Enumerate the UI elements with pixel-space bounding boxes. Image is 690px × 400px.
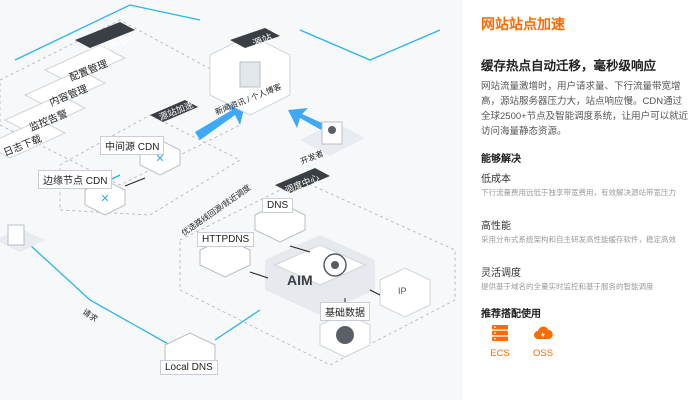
- panel-description: 网站流量激增时，用户请求量、下行流量带宽增高，源站服务器压力大，站点响应慢。CD…: [481, 81, 689, 137]
- ip-label: IP: [398, 286, 407, 296]
- local-dns-label: Local DNS: [160, 360, 218, 375]
- benefit-title: 低成本: [481, 174, 511, 185]
- benefit-desc: 提供基于域名的全量实时监控和基于服务的智能调度: [481, 282, 654, 291]
- dns-label: DNS: [262, 198, 294, 213]
- httpdns-label: HTTPDNS: [197, 232, 255, 247]
- edge-cdn-label: 边缘节点 CDN: [38, 170, 113, 189]
- aim-label: AIM: [287, 272, 313, 288]
- panel-subtitle: 缓存热点自动迁移，毫秒级响应: [481, 59, 657, 73]
- ecs-label: ECS: [490, 348, 510, 359]
- benefit-desc: 下行流量费用远低于独享带宽费用，有效解决源站带宽压力: [481, 188, 676, 197]
- basic-data-label: 基础数据: [320, 302, 370, 321]
- diagram-graphics: ✕ ✕: [0, 4, 456, 373]
- mid-cdn-label: 中间源 CDN: [100, 136, 165, 155]
- svg-text:✕: ✕: [155, 153, 164, 165]
- architecture-diagram: ✕ ✕ 控制中心 配置管理 内容管理 监控告警 日志下载 源站 新: [0, 4, 456, 375]
- ecs-icon: [492, 325, 508, 342]
- recommend-heading: 推荐搭配使用: [481, 309, 541, 320]
- recommend-ecs[interactable]: ECS: [480, 324, 520, 359]
- info-panel: 网站站点加速 缓存热点自动迁移，毫秒级响应 网站流量激增时，用户请求量、下行流量…: [463, 0, 690, 400]
- panel-title: 网站站点加速: [481, 16, 565, 32]
- oss-label: OSS: [532, 348, 554, 359]
- benefit-title: 高性能: [481, 221, 511, 232]
- benefit-title: 灵活调度: [481, 268, 521, 279]
- can-solve-heading: 能够解决: [481, 154, 521, 165]
- benefit-desc: 采用分布式系统架构和自主研发高性能缓存软件，稳定高效: [481, 235, 676, 244]
- oss-icon: [534, 326, 553, 340]
- svg-text:✕: ✕: [100, 193, 109, 205]
- recommend-oss[interactable]: OSS: [523, 324, 563, 359]
